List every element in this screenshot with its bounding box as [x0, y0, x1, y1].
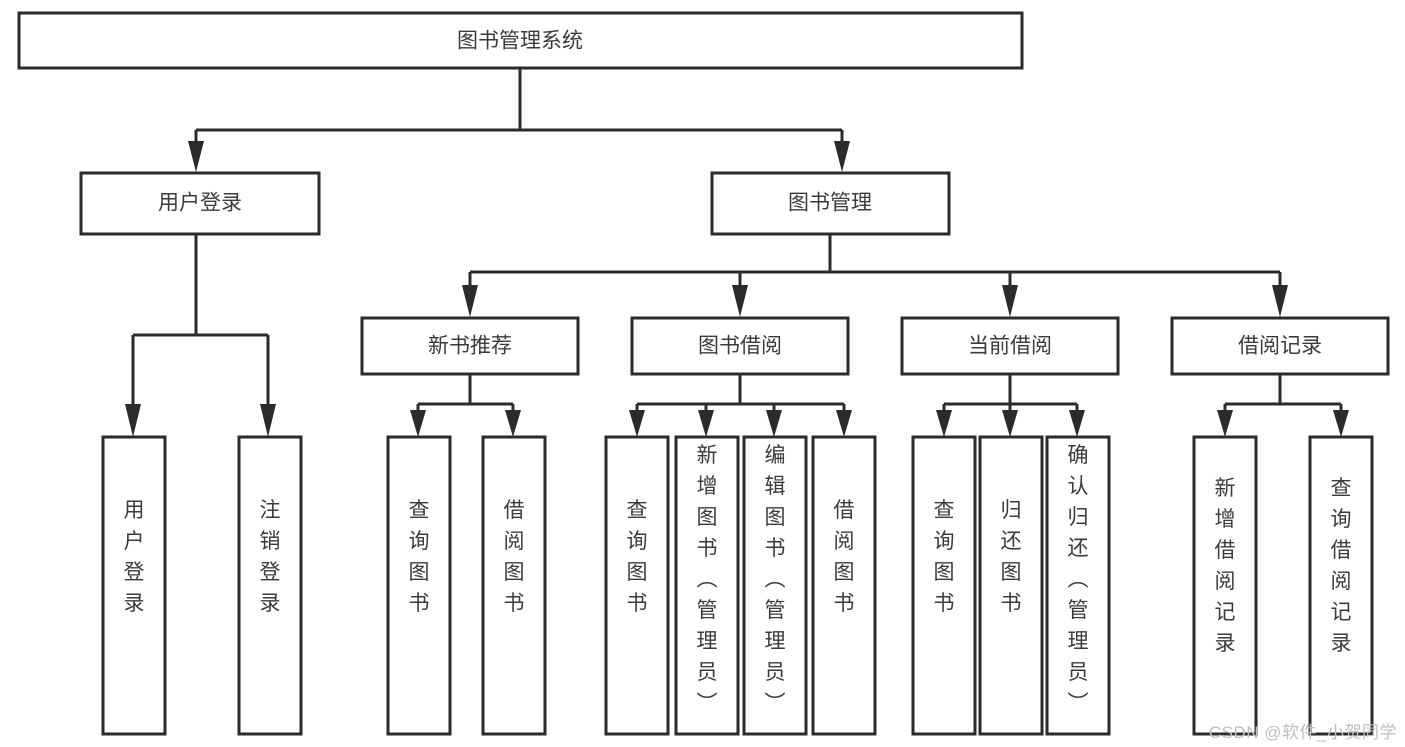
node-user-login[interactable]: 用户登录	[79, 171, 321, 236]
node-leaf-query-book-1-label: 查询图书	[409, 499, 430, 615]
node-leaf-query-record-label: 查询借阅记录	[1331, 477, 1352, 655]
node-leaf-edit-book-box[interactable]	[742, 435, 808, 736]
connector-layer	[125, 68, 1349, 437]
node-leaf-return-book-box[interactable]	[978, 435, 1044, 736]
node-borrow-record-box[interactable]	[1170, 316, 1390, 376]
node-borrow-record[interactable]: 借阅记录	[1170, 316, 1390, 376]
node-leaf-query-book-1-box[interactable]	[386, 435, 452, 736]
node-current-borrow[interactable]: 当前借阅	[900, 316, 1120, 376]
node-new-book-rec-box[interactable]	[360, 316, 580, 376]
node-book-manage-box[interactable]	[710, 171, 951, 236]
arrow-head-leaf-query-book-3	[936, 410, 952, 437]
arrow-head-book-manage	[834, 141, 850, 172]
node-new-book-rec[interactable]: 新书推荐	[360, 316, 580, 376]
node-leaf-return-book[interactable]: 归还图书	[978, 435, 1044, 736]
node-root[interactable]: 图书管理系统	[17, 11, 1024, 70]
node-new-book-rec-label: 新书推荐	[428, 335, 512, 358]
node-leaf-edit-book-label: 编辑图书︵管理员︶	[765, 444, 786, 715]
node-leaf-query-record-box[interactable]	[1308, 435, 1374, 736]
node-leaf-borrow-book-1-box[interactable]	[481, 435, 547, 736]
arrow-head-leaf-query-record	[1333, 410, 1349, 437]
node-leaf-return-book-label: 归还图书	[1001, 499, 1022, 615]
arrow-head-leaf-user-login	[125, 404, 141, 437]
node-leaf-borrow-book-1[interactable]: 借阅图书	[481, 435, 547, 736]
node-leaf-logout-label: 注销登录	[260, 499, 281, 615]
node-leaf-add-record-box[interactable]	[1192, 435, 1258, 736]
node-root-box[interactable]	[17, 11, 1024, 70]
node-leaf-add-book-label: 新增图书︵管理员︶	[697, 444, 718, 715]
arrow-head-leaf-add-book	[698, 410, 714, 437]
node-book-borrow[interactable]: 图书借阅	[630, 316, 850, 376]
arrow-head-leaf-borrow-book-1	[505, 410, 521, 437]
node-leaf-user-login-label: 用户登录	[124, 499, 145, 615]
node-leaf-borrow-book-2[interactable]: 借阅图书	[811, 435, 877, 736]
node-leaf-user-login-box[interactable]	[101, 435, 167, 736]
node-leaf-borrow-book-2-label: 借阅图书	[834, 499, 855, 615]
node-leaf-query-book-2[interactable]: 查询图书	[604, 435, 670, 736]
arrow-head-book-borrow	[732, 285, 748, 317]
node-leaf-logout[interactable]: 注销登录	[237, 435, 303, 736]
node-current-borrow-label: 当前借阅	[968, 335, 1052, 358]
node-book-borrow-label: 图书借阅	[698, 335, 782, 358]
node-leaf-add-record-label: 新增借阅记录	[1215, 477, 1236, 655]
node-leaf-query-book-3-label: 查询图书	[934, 499, 955, 615]
arrow-head-leaf-add-record	[1217, 410, 1233, 437]
arrow-head-leaf-query-book-2	[629, 410, 645, 437]
node-root-label: 图书管理系统	[457, 30, 583, 53]
arrow-head-leaf-confirm-return	[1069, 410, 1085, 437]
arrow-head-leaf-edit-book	[766, 410, 782, 437]
arrow-head-leaf-logout	[260, 404, 276, 437]
node-leaf-borrow-book-2-box[interactable]	[811, 435, 877, 736]
node-book-borrow-box[interactable]	[630, 316, 850, 376]
node-leaf-query-record[interactable]: 查询借阅记录	[1308, 435, 1374, 736]
node-user-login-box[interactable]	[79, 171, 321, 236]
node-leaf-edit-book[interactable]: 编辑图书︵管理员︶	[742, 435, 808, 736]
node-leaf-confirm-return-label: 确认归还︵管理员︶	[1068, 444, 1089, 715]
arrow-head-leaf-query-book-1	[410, 410, 426, 437]
node-borrow-record-label: 借阅记录	[1238, 335, 1322, 358]
node-leaf-confirm-return[interactable]: 确认归还︵管理员︶	[1045, 435, 1111, 736]
arrow-head-borrow-record	[1272, 285, 1288, 317]
node-leaf-query-book-1[interactable]: 查询图书	[386, 435, 452, 736]
node-leaf-query-book-2-box[interactable]	[604, 435, 670, 736]
node-leaf-query-book-3-box[interactable]	[911, 435, 977, 736]
node-leaf-borrow-book-1-label: 借阅图书	[504, 499, 525, 615]
arrow-head-user-login	[188, 141, 204, 172]
node-user-login-label: 用户登录	[158, 192, 242, 215]
node-leaf-confirm-return-box[interactable]	[1045, 435, 1111, 736]
node-leaf-user-login[interactable]: 用户登录	[101, 435, 167, 736]
arrow-head-leaf-borrow-book-2	[836, 410, 852, 437]
arrow-head-leaf-return-book	[1002, 410, 1018, 437]
arrow-head-current-borrow	[1002, 285, 1018, 317]
arrow-head-new-book-rec	[462, 285, 478, 317]
node-leaf-add-book-box[interactable]	[674, 435, 740, 736]
node-leaf-query-book-2-label: 查询图书	[627, 499, 648, 615]
node-current-borrow-box[interactable]	[900, 316, 1120, 376]
node-leaf-query-book-3[interactable]: 查询图书	[911, 435, 977, 736]
node-leaf-add-book[interactable]: 新增图书︵管理员︶	[674, 435, 740, 736]
node-book-manage[interactable]: 图书管理	[710, 171, 951, 236]
node-book-manage-label: 图书管理	[788, 192, 872, 215]
node-leaf-add-record[interactable]: 新增借阅记录	[1192, 435, 1258, 736]
node-leaf-logout-box[interactable]	[237, 435, 303, 736]
